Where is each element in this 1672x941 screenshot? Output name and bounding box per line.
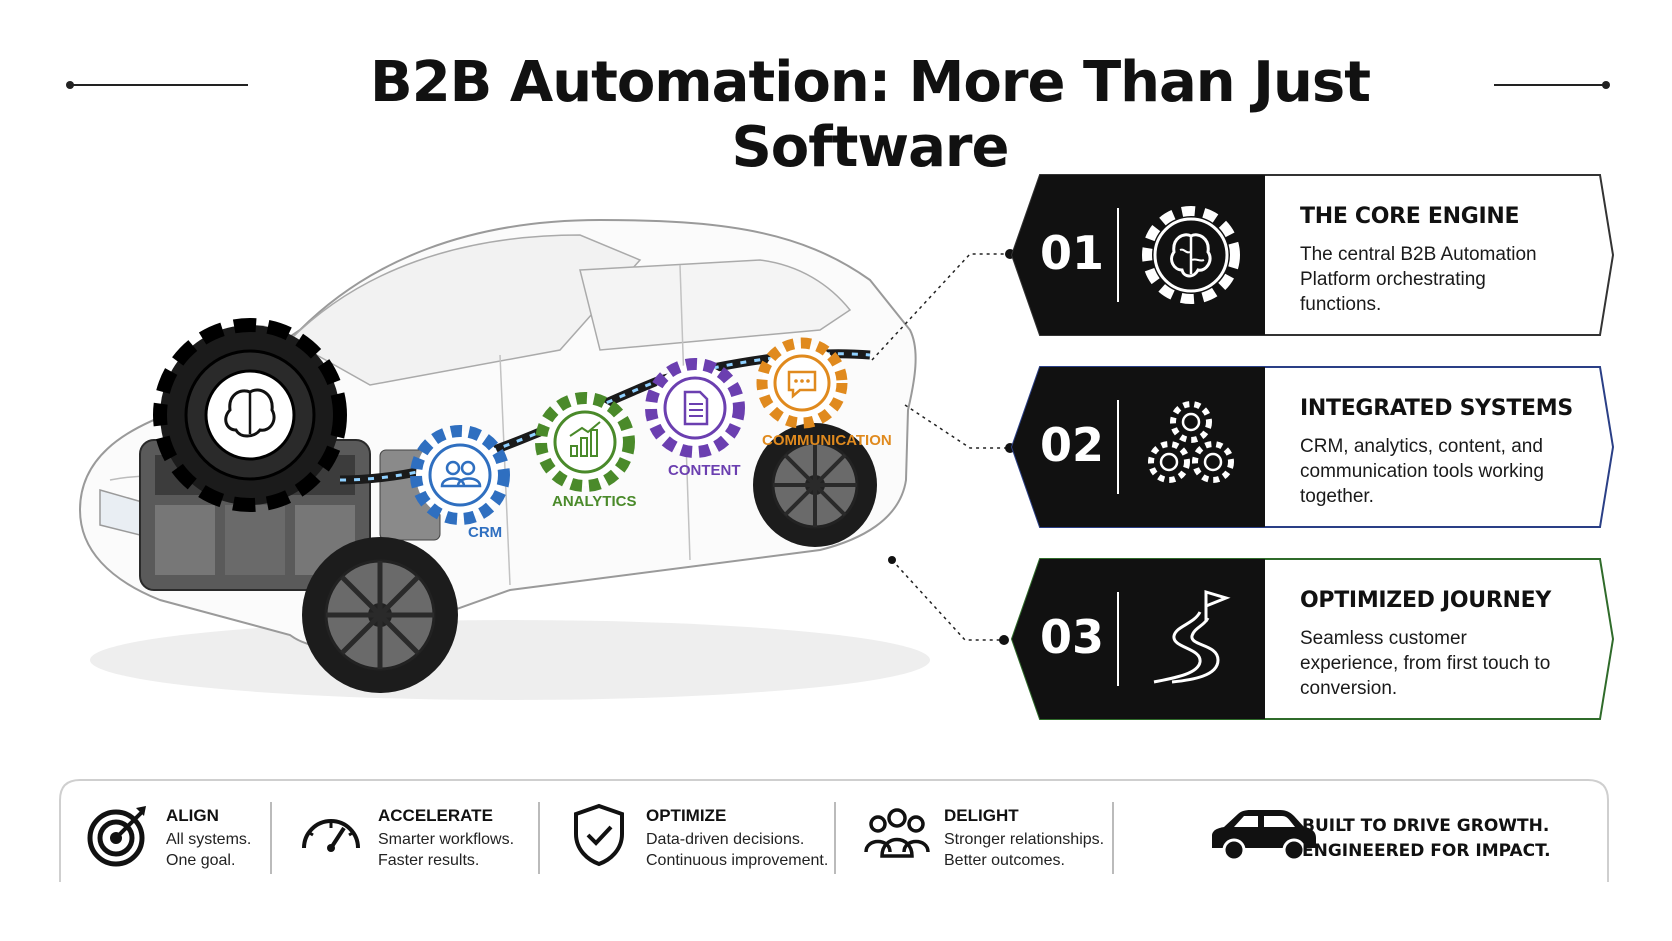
group-icon	[864, 808, 930, 858]
card-description: The central B2B Automation Platform orch…	[1300, 244, 1537, 315]
pillar-title: DELIGHT	[944, 806, 1019, 825]
pillar-line-1: Data-driven decisions.	[646, 831, 805, 848]
card-description: CRM, analytics, content, and communicati…	[1300, 436, 1544, 507]
document-icon	[683, 390, 709, 426]
car-svg: CRM ANALYTICS CONTENT	[78, 218, 930, 700]
car-side-window	[579, 259, 852, 351]
rear-wheel	[753, 423, 877, 547]
chat-bubble-icon	[787, 370, 817, 399]
gear-label-content: CONTENT	[668, 462, 741, 479]
card-separator	[1117, 592, 1119, 686]
pillar-line-1: Smarter workflows.	[378, 831, 515, 848]
core-engine-gear	[153, 318, 347, 512]
pillar-title: OPTIMIZE	[646, 806, 727, 825]
title-rule-right	[1494, 84, 1606, 86]
card-separator	[1117, 400, 1119, 494]
tagline-line-2: ENGINEERED FOR IMPACT.	[1302, 841, 1551, 861]
title-rule-dot-right	[1602, 81, 1610, 89]
card-core-engine: 01 THE CORE ENGINE The central B2B Autom…	[1000, 174, 1614, 336]
gear-communication	[756, 337, 848, 429]
gear-label-communication: COMMUNICATION	[762, 432, 892, 449]
pillar-line-1: Stronger relationships.	[944, 831, 1105, 848]
card-title: OPTIMIZED JOURNEY	[1300, 588, 1551, 613]
gear-label-analytics: ANALYTICS	[552, 493, 636, 510]
tagline: BUILT TO DRIVE GROWTH. ENGINEERED FOR IM…	[1302, 814, 1602, 864]
page-title: B2B Automation: More Than Just Software	[370, 50, 1371, 180]
tagline-line-1: BUILT TO DRIVE GROWTH.	[1302, 816, 1550, 836]
card-description: Seamless customer experience, from first…	[1300, 628, 1551, 699]
front-wheel	[302, 537, 458, 693]
brain-gear-icon	[1142, 206, 1240, 304]
pillar-divider	[834, 802, 836, 874]
car-windshield	[288, 234, 642, 386]
card-number: 02	[1040, 418, 1105, 472]
pillar-line-1: All systems.	[166, 831, 252, 848]
card-title: INTEGRATED SYSTEMS	[1300, 396, 1573, 421]
gear-label-crm: CRM	[468, 524, 502, 541]
gears-icon	[1148, 401, 1234, 483]
card-title: THE CORE ENGINE	[1300, 204, 1520, 229]
title-rule-left	[70, 84, 248, 86]
card-shape	[1010, 174, 1614, 336]
pillar-divider	[1112, 802, 1114, 874]
pillar-line-2: Better outcomes.	[944, 852, 1065, 869]
car-illustration: CRM ANALYTICS CONTENT	[40, 180, 1040, 760]
gear-content	[645, 358, 745, 458]
car-shadow	[90, 620, 930, 700]
card-separator	[1117, 208, 1119, 302]
pillar-description: Stronger relationships. Better outcomes.	[944, 829, 1104, 871]
speedometer-icon	[302, 819, 360, 852]
pillar-line-2: Faster results.	[378, 852, 480, 869]
shield-check-icon	[574, 803, 624, 867]
pillar-description: Data-driven decisions. Continuous improv…	[646, 829, 828, 871]
card-number: 03	[1040, 610, 1105, 664]
values-strip: ALIGN All systems. One goal. ACCELERATE …	[58, 778, 1610, 882]
road-flag-icon	[1153, 589, 1231, 684]
pillar-title: ALIGN	[166, 806, 219, 825]
pillar-line-2: Continuous improvement.	[646, 852, 829, 869]
card-shape	[1010, 366, 1614, 528]
pillar-divider	[538, 802, 540, 874]
target-icon	[87, 806, 146, 867]
pillar-line-2: One goal.	[166, 852, 236, 869]
car-icon	[1212, 810, 1316, 862]
card-optimized-journey: 03 OPTIMIZED JOURNEY Seamless customer e…	[1000, 558, 1614, 720]
people-icon	[440, 460, 482, 488]
pillar-description: All systems. One goal.	[166, 829, 251, 871]
pillar-divider	[270, 802, 272, 874]
pillar-title: ACCELERATE	[378, 806, 493, 825]
title-row: B2B Automation: More Than Just Software	[0, 40, 1672, 180]
gear-crm	[410, 425, 510, 525]
pillar-description: Smarter workflows. Faster results.	[378, 829, 514, 871]
bar-chart-icon	[569, 421, 601, 457]
strip-frame	[59, 779, 1609, 882]
card-number: 01	[1040, 226, 1105, 280]
gear-analytics	[535, 392, 635, 492]
card-integrated-systems: 02 INTEGRATED SYSTEMS CRM, analytics, co…	[1000, 366, 1614, 528]
